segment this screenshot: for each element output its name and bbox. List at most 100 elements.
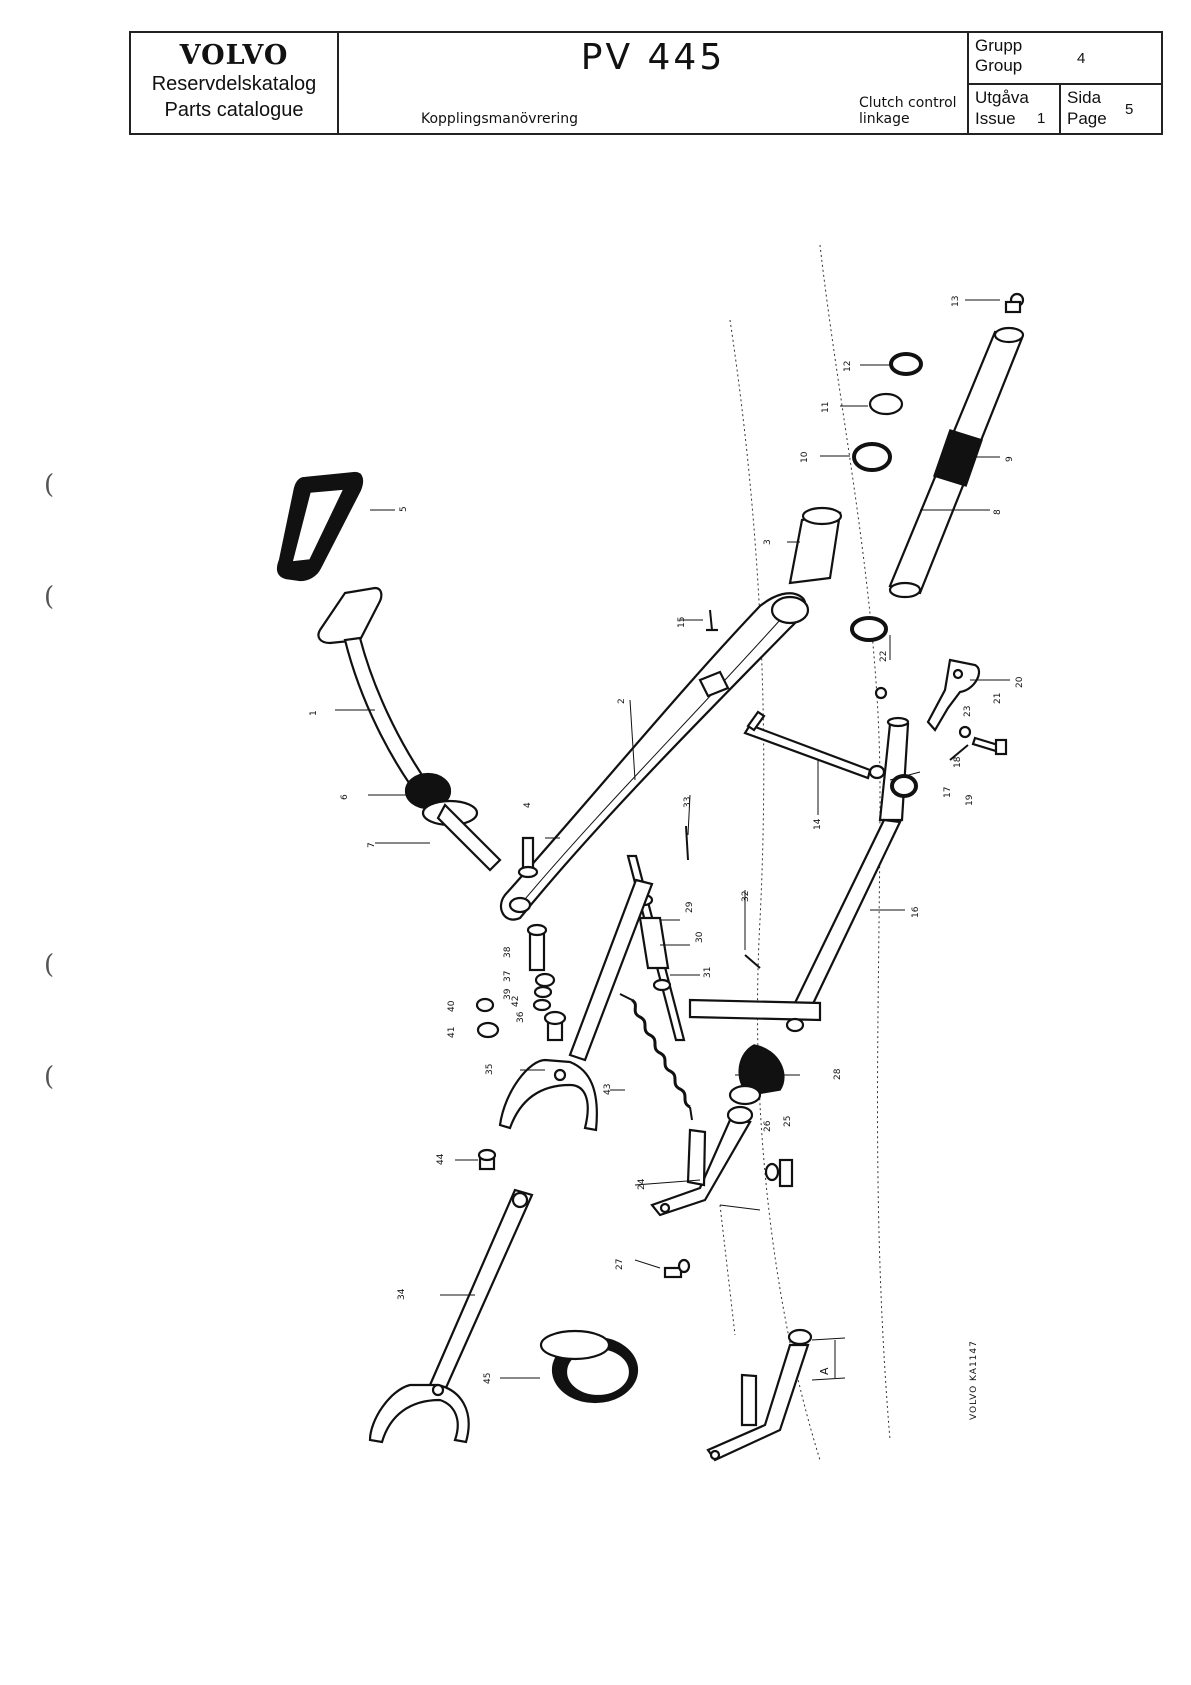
callout-4: 4 (523, 802, 533, 808)
part-bolt (764, 1158, 794, 1188)
callout-11: 11 (821, 402, 831, 413)
part-return-spring (619, 993, 693, 1121)
callout-24: 24 (637, 1178, 647, 1190)
part-seal-ring (852, 442, 892, 472)
part-washer (958, 725, 972, 739)
issue-value: 1 (1037, 110, 1046, 127)
part-cross-rod (743, 723, 872, 780)
part-washer (534, 972, 556, 988)
part-lower-fork (368, 1188, 534, 1444)
callout-9: 9 (1005, 456, 1015, 462)
part-spring-washer (476, 1021, 500, 1039)
callout-33: 33 (683, 797, 693, 808)
part-rod-end (785, 1017, 805, 1033)
part-clutch-pedal (317, 586, 502, 872)
part-split-pin (949, 744, 969, 761)
model-title: PV 445 (580, 37, 726, 78)
part-bushing (788, 506, 843, 585)
callout-22: 22 (879, 651, 889, 662)
frame-guide-line (729, 319, 821, 1461)
part-release-bearing (539, 1329, 639, 1404)
callout-26: 26 (763, 1120, 773, 1132)
frame-guide-line (719, 1204, 736, 1336)
part-release-fork (498, 878, 654, 1132)
part-bolt (971, 736, 1008, 756)
callout-37: 37 (503, 971, 513, 982)
part-pedal-shaft-lever (499, 592, 810, 921)
callout-25: 25 (783, 1116, 793, 1127)
group-box: Grupp Group 4 (969, 33, 1161, 85)
page-value: 5 (1125, 101, 1134, 118)
part-pin (685, 825, 689, 861)
title-cell: PV 445 Kopplingsmanövrering Clutch contr… (339, 33, 969, 133)
catalog-header: VOLVO Reservdelskatalog Parts catalogue … (129, 31, 1163, 135)
part-pedal-pad (276, 471, 364, 582)
drawing-reference: VOLVO KA1147 (969, 1340, 979, 1420)
callout-20: 20 (1015, 676, 1025, 688)
callout-30: 30 (695, 931, 705, 943)
callout-28: 28 (833, 1068, 843, 1080)
section-title-en: Clutch control linkage (859, 95, 957, 127)
part-washer (533, 985, 553, 999)
callout-19: 19 (965, 794, 975, 806)
part-bolt (526, 923, 548, 972)
callout-40: 40 (447, 1000, 457, 1012)
part-pedal-bolt (517, 836, 539, 879)
callout-42: 42 (511, 996, 521, 1007)
callout-10: 10 (800, 451, 810, 463)
group-label-sv: Grupp (975, 36, 1023, 55)
callout-36: 36 (516, 1011, 526, 1023)
section-title-sv: Kopplingsmanövrering (421, 111, 579, 127)
issue-page-box: Utgåva Issue 1 Sida Page 5 (969, 85, 1161, 133)
part-lower-bracket (706, 1328, 846, 1462)
callout-labels: 5 1 6 7 4 2 3 8 9 10 11 12 13 14 15 16 1… (309, 296, 1025, 1420)
catalog-title-en: Parts catalogue (164, 99, 304, 121)
callout-21: 21 (993, 693, 1003, 704)
part-cross-rod-end (746, 710, 766, 732)
callout-13: 13 (951, 296, 961, 307)
callout-18: 18 (953, 756, 963, 768)
callout-27: 27 (615, 1259, 625, 1270)
part-pin-with-head (543, 1010, 567, 1042)
part-washer (532, 998, 552, 1012)
callout-7: 7 (367, 842, 377, 848)
group-value: 4 (1077, 50, 1086, 67)
part-release-arm-assembly (688, 716, 918, 1022)
brand-cell: VOLVO Reservdelskatalog Parts catalogue (131, 33, 339, 133)
callout-39: 39 (503, 988, 513, 1000)
callout-38: 38 (503, 946, 513, 958)
callout-12: 12 (843, 361, 853, 372)
part-lock-ring (889, 352, 923, 376)
callout-35: 35 (485, 1064, 495, 1075)
part-pin (477, 1148, 497, 1171)
margin-mark: ( (44, 950, 55, 980)
callout-34: 34 (397, 1288, 407, 1300)
margin-mark: ( (44, 582, 55, 612)
callout-17: 17 (943, 787, 953, 798)
callout-15: 15 (677, 617, 687, 628)
part-rod-end-nut (868, 764, 886, 780)
callout-32: 32 (741, 891, 751, 902)
part-grease-nipple (1004, 292, 1025, 314)
part-washer (868, 392, 904, 416)
callout-8: 8 (993, 509, 1003, 515)
callout-44: 44 (436, 1153, 446, 1165)
issue-label-sv: Utgåva (975, 88, 1029, 107)
meta-cell: Grupp Group 4 Utgåva Issue 1 Sida Page 5 (969, 33, 1161, 133)
part-rubber-boot (728, 1044, 785, 1106)
catalog-title-sv: Reservdelskatalog (151, 73, 317, 95)
leader-lines (335, 299, 1010, 1379)
callout-45: 45 (483, 1373, 493, 1384)
part-small-washer (874, 686, 888, 700)
part-seal (850, 616, 888, 642)
part-pin (709, 609, 713, 631)
part-split-pin (744, 954, 761, 969)
callout-14: 14 (813, 818, 823, 830)
part-pivot-shaft (888, 326, 1025, 599)
margin-mark: ( (44, 1062, 55, 1092)
part-washer (475, 997, 495, 1013)
page-label-sv: Sida (1067, 88, 1102, 107)
callout-43: 43 (603, 1084, 613, 1095)
part-bracket (650, 1105, 754, 1217)
